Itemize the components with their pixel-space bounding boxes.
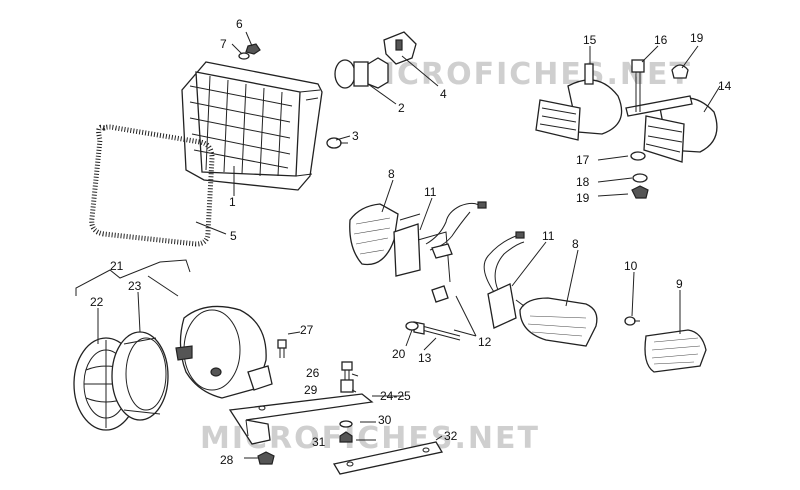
nut-31 [339,431,353,443]
label-14: 14 [718,79,732,93]
label-7: 7 [220,37,227,51]
washer-7 [238,52,250,60]
washer-17 [630,151,646,161]
parking-bulb [326,137,348,149]
label-21: 21 [110,259,124,273]
label-6: 6 [236,17,243,31]
label-19-top: 19 [690,31,704,45]
bulb-h4 [334,57,389,89]
label-22: 22 [90,295,104,309]
nut-19-top [671,64,689,79]
label-32: 32 [444,429,458,443]
label-19-bottom: 19 [576,191,590,205]
turn-signal-left [349,203,451,283]
label-8-left: 8 [388,167,395,181]
label-29: 29 [304,383,318,397]
label-18: 18 [576,175,590,189]
horn-left [535,63,623,141]
label-24-25: 24-25 [380,389,411,403]
label-13: 13 [418,351,432,365]
washer-18 [632,173,648,183]
washer-30 [339,420,353,428]
label-9: 9 [676,277,683,291]
label-5: 5 [230,229,237,243]
turn-signal-right [487,283,598,347]
washer-20 [405,321,419,331]
label-8-right: 8 [572,237,579,251]
label-17: 17 [576,153,590,167]
label-16: 16 [654,33,668,47]
nut-19-bottom [631,185,649,199]
leader-lines [75,31,721,459]
spacer-29 [340,379,354,393]
horn-right [625,95,718,163]
screw-27 [277,339,287,358]
label-11-left: 11 [424,185,437,199]
headlight-rim [111,331,169,421]
label-1: 1 [229,195,236,209]
label-11-right: 11 [542,229,555,243]
strap-32 [332,441,444,475]
label-27: 27 [300,323,314,337]
bracket-24-25 [228,393,374,445]
label-31: 31 [312,435,326,449]
label-4: 4 [440,87,447,101]
label-15: 15 [583,33,597,47]
rectangular-headlight [181,61,323,191]
label-26: 26 [306,366,320,380]
label-12: 12 [478,335,492,349]
label-23: 23 [128,279,142,293]
label-28: 28 [220,453,234,467]
label-2: 2 [398,101,405,115]
bolt-16 [631,59,645,112]
screw-13 [413,321,461,341]
turn-signal-wires-left [425,201,487,303]
label-3: 3 [352,129,359,143]
screw-6 [245,43,261,55]
label-10: 10 [624,259,638,273]
headlight-housing-round [175,305,273,399]
label-20: 20 [392,347,406,361]
turn-signal-wires-right [483,231,525,293]
bulb-socket [383,31,417,65]
bulb-10 [624,316,640,326]
part-labels: 1 2 3 4 5 6 7 8 8 9 10 11 11 12 13 14 15… [90,17,732,467]
headlight-gasket [89,124,215,247]
label-30: 30 [378,413,392,427]
nut-28 [257,451,275,465]
side-reflector [644,329,707,373]
